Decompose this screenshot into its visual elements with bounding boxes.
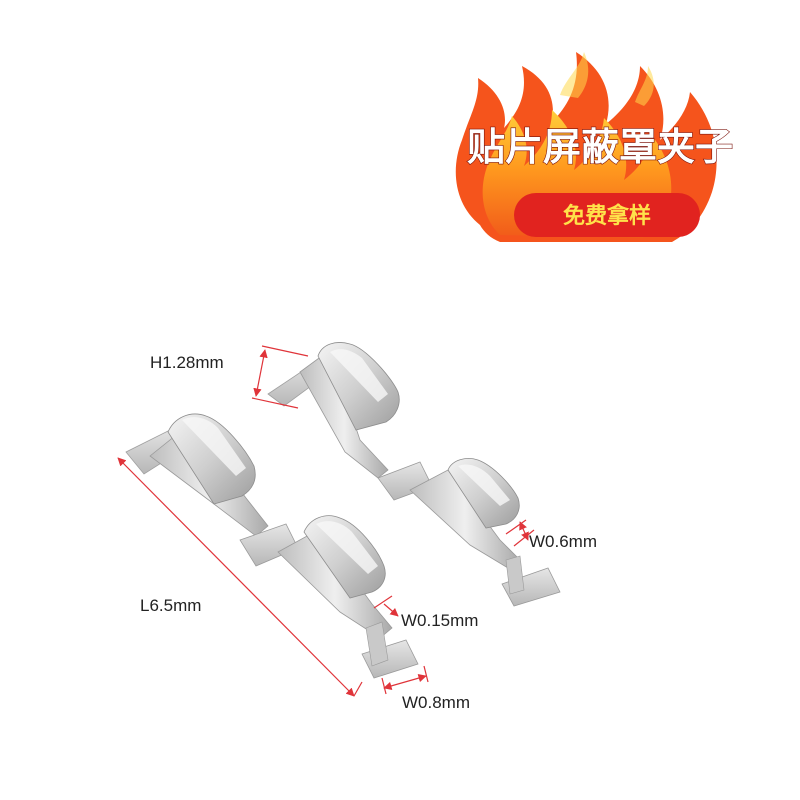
label-height: H1.28mm	[150, 353, 224, 372]
badge-subtitle: 免费拿样	[563, 203, 651, 229]
dim-thickness-arrow	[383, 603, 399, 617]
promo-badge: 贴片屏蔽罩夹子 免费拿样	[455, 52, 734, 242]
dim-height-arrow	[253, 349, 268, 397]
dim-thickness-ext	[373, 595, 393, 609]
dim-width-bottom-ext-b	[423, 665, 429, 683]
label-width-bottom: W0.8mm	[402, 693, 470, 712]
clip-back	[267, 342, 561, 607]
label-thickness: W0.15mm	[401, 611, 478, 630]
dimension-labels: H1.28mm L6.5mm W0.6mm W0.15mm W0.8mm	[140, 353, 597, 712]
dim-width-bottom-ext-a	[381, 677, 387, 695]
dim-length-arrow	[117, 457, 355, 697]
dim-length-ext	[353, 681, 363, 697]
dimension-lines	[117, 345, 535, 697]
dim-height-ext-top	[261, 345, 309, 357]
dim-height-ext-bottom	[251, 397, 299, 409]
label-width-top: W0.6mm	[529, 532, 597, 551]
badge-title: 贴片屏蔽罩夹子	[467, 125, 733, 169]
dim-width-bottom-arrow	[383, 674, 427, 690]
dim-width-top-arrow	[519, 521, 529, 541]
clip-front	[125, 413, 419, 679]
free-sample-pill[interactable]: 免费拿样	[514, 193, 700, 237]
label-length: L6.5mm	[140, 596, 201, 615]
